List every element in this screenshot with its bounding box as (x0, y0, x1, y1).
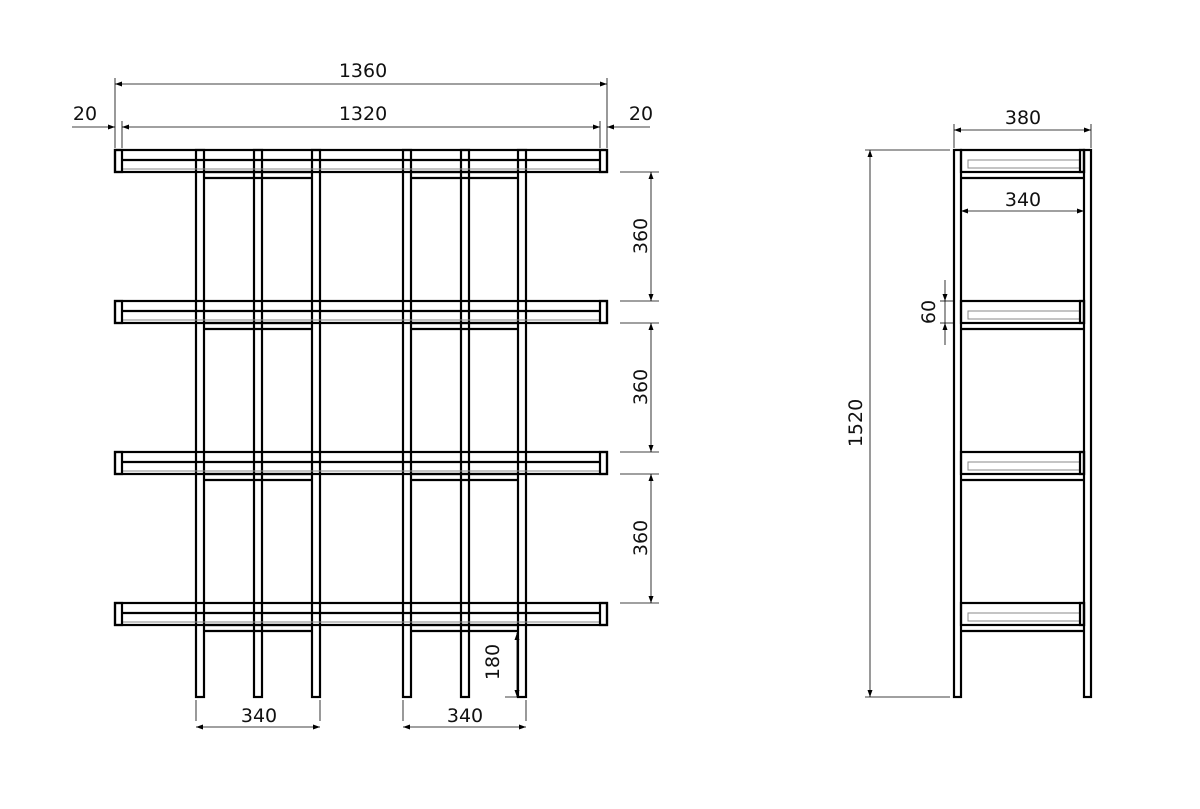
side-shelf-tray (959, 148, 1086, 174)
shelf-end-cap (113, 450, 124, 476)
leg (194, 148, 206, 699)
dim-line-360-arrow (648, 474, 654, 481)
dim-line-360-arrow (648, 172, 654, 179)
side-shelf-tray (959, 450, 1086, 476)
side-post (1082, 148, 1093, 699)
front-view (113, 148, 609, 699)
arrow (961, 208, 968, 214)
arrow (514, 690, 520, 697)
arrow (867, 690, 873, 697)
shelf-end-cap (113, 148, 124, 174)
dim-shelf-spacing-3: 360 (630, 520, 652, 556)
dim-leg-height: 180 (482, 644, 504, 680)
side-shelf-lip (1078, 450, 1086, 476)
dim-line-360-arrow (648, 294, 654, 301)
arrow (108, 124, 115, 130)
side-post (952, 148, 963, 699)
shelf-end-cap (598, 148, 609, 174)
shelf-end-cap (598, 299, 609, 325)
dimensions: 1360 1320 20 20 360 360 360 180 340 340 … (72, 60, 1092, 730)
dim-shelf-spacing-2: 360 (630, 369, 652, 405)
dim-line-1360-arrow (115, 81, 122, 87)
side-shelf-inner (967, 159, 1081, 169)
dim-line-340-arrow (313, 724, 320, 730)
dim-shelf-spacing-1: 360 (630, 218, 652, 254)
dim-right-overhang: 20 (629, 103, 653, 125)
arrow (954, 127, 961, 133)
side-shelf-lip (1078, 299, 1086, 325)
dim-line-1320-arrow (593, 124, 600, 130)
dim-inner-width: 1320 (339, 103, 387, 125)
side-view (952, 148, 1093, 699)
shelf-end-cap (113, 299, 124, 325)
side-shelf-inner (967, 310, 1081, 320)
dim-line-340-arrow (519, 724, 526, 730)
side-shelf-lip (1078, 148, 1086, 174)
side-shelf-inner (967, 612, 1081, 622)
side-shelf-inner (967, 461, 1081, 471)
shelf-end-cap (113, 601, 124, 627)
leg (459, 148, 471, 699)
arrow (942, 294, 948, 301)
leg (252, 148, 264, 699)
shelf-end-cap (598, 450, 609, 476)
side-shelf-lip (1078, 601, 1086, 627)
dim-shelf-height: 60 (918, 300, 940, 324)
dim-line-1360-arrow (600, 81, 607, 87)
side-shelf-tray (959, 299, 1086, 325)
leg (310, 148, 322, 699)
leg (516, 148, 528, 699)
arrow (607, 124, 614, 130)
shelf-end-cap (598, 601, 609, 627)
dim-bay-width-2: 340 (447, 705, 483, 727)
dim-line-360-arrow (648, 596, 654, 603)
dim-line-360-arrow (648, 445, 654, 452)
dim-left-overhang: 20 (73, 103, 97, 125)
dim-line-1320-arrow (122, 124, 129, 130)
arrow (514, 633, 520, 640)
arrow (1084, 127, 1091, 133)
arrow (1077, 208, 1084, 214)
dim-bay-width-1: 340 (241, 705, 277, 727)
arrow (942, 323, 948, 330)
dim-inner-depth: 340 (1005, 189, 1041, 211)
leg (401, 148, 413, 699)
dim-line-340-arrow (196, 724, 203, 730)
dim-overall-height: 1520 (845, 399, 867, 447)
dim-overall-depth: 380 (1005, 107, 1041, 129)
side-shelf-tray (959, 601, 1086, 627)
dim-line-340-arrow (403, 724, 410, 730)
dim-overall-width: 1360 (339, 60, 387, 82)
arrow (867, 150, 873, 157)
dim-line-360-arrow (648, 323, 654, 330)
